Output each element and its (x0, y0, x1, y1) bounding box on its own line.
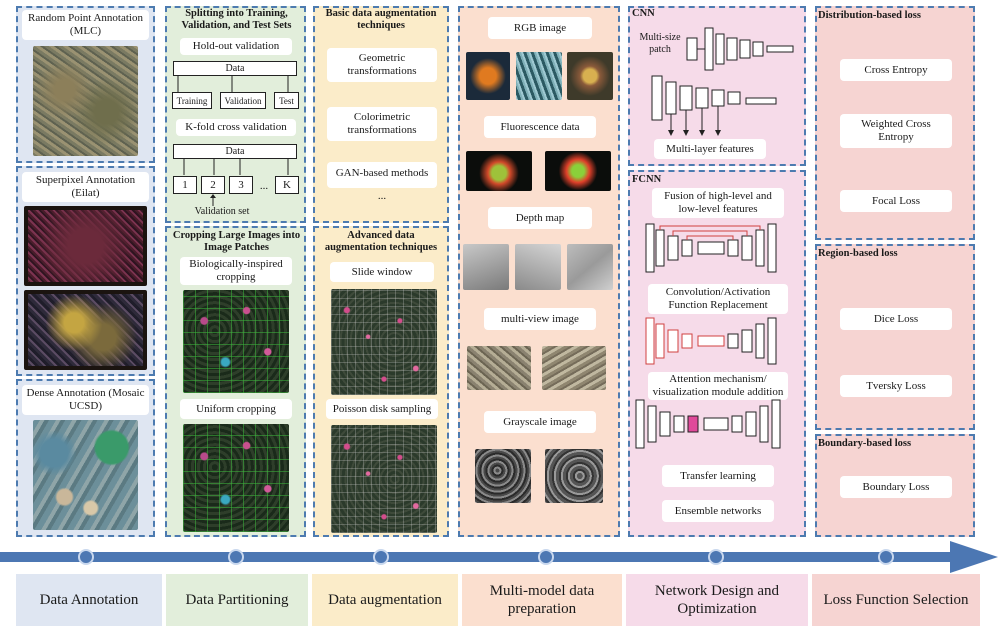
ensemble-networks-label: Ensemble networks (662, 500, 774, 522)
dense-annotation-image (33, 420, 138, 530)
splitting-title: Splitting into Training, Validation, and… (181, 8, 292, 31)
loss-panel-region (815, 244, 975, 430)
rgb-image-1 (466, 52, 510, 100)
stage-network-design: Network Design and Optimization (626, 574, 808, 626)
fusion-label: Fusion of high-level and low-level featu… (652, 188, 784, 218)
dice-loss-label: Dice Loss (840, 308, 952, 330)
region-title: Region-based loss (818, 248, 898, 259)
test-box: Test (274, 92, 299, 109)
grayscale-image-1 (475, 449, 531, 503)
holdout-data-box: Data (173, 61, 297, 76)
timeline-dot-3 (373, 549, 389, 565)
holdout-arrows (177, 76, 289, 92)
fold-k: K (275, 176, 299, 194)
cnn-multilayer-diagram (651, 75, 777, 136)
stage-loss-selection: Loss Function Selection (812, 574, 980, 626)
training-box: Training (172, 92, 212, 109)
advanced-augmentation-title: Advanced data augmentation techniques (324, 230, 438, 253)
bio-cropping-label: Biologically-inspired cropping (180, 257, 292, 285)
validation-box: Validation (220, 92, 266, 109)
gan-label: GAN-based methods (327, 162, 437, 188)
validation-set-arrow (210, 194, 216, 206)
superpixel-image-top (24, 206, 147, 286)
colorimetric-label: Colorimetric transformations (327, 107, 437, 141)
timeline-arrow (0, 541, 998, 573)
depth-image-1 (463, 244, 509, 290)
timeline-dot-4 (538, 549, 554, 565)
attention-label: Attention mechanism/ visualization modul… (648, 372, 788, 400)
multiview-image-1 (467, 346, 531, 390)
slide-window-image (331, 289, 437, 395)
fluorescence-image-2 (545, 151, 611, 191)
cnn-multisize-diagram (686, 27, 794, 71)
tversky-loss-label: Tversky Loss (840, 375, 952, 397)
superpixel-annotation-label: Superpixel Annotation (Eilat) (22, 172, 149, 202)
fcnn-attention-diagram (635, 399, 781, 449)
convact-label: Convolution/Activation Function Replacem… (648, 284, 788, 314)
depth-label: Depth map (488, 207, 592, 229)
bio-cropping-image (183, 290, 289, 393)
stage-multimodel-preparation: Multi-model data preparation (462, 574, 622, 626)
boundary-title: Boundary-based loss (818, 438, 912, 449)
timeline-dot-1 (78, 549, 94, 565)
boundary-loss-label: Boundary Loss (840, 476, 952, 498)
basic-augmentation-title: Basic data augmentation techniques (325, 8, 437, 31)
uniform-cropping-image (183, 424, 289, 532)
multiview-label: multi-view image (484, 308, 596, 330)
rgb-image-3 (567, 52, 613, 100)
cross-entropy-label: Cross Entropy (840, 59, 952, 81)
timeline-dot-5 (708, 549, 724, 565)
cropping-title: Cropping Large Images into Image Patches (172, 230, 301, 253)
depth-image-3 (567, 244, 613, 290)
uniform-cropping-label: Uniform cropping (180, 399, 292, 419)
fold-1: 1 (173, 176, 197, 194)
kfold-arrows (183, 159, 289, 175)
cnn-title: CNN (632, 8, 655, 19)
kfold-label: K-fold cross validation (176, 119, 296, 136)
fold-2: 2 (201, 176, 225, 194)
grayscale-image-2 (545, 449, 603, 503)
grayscale-label: Grayscale image (484, 411, 596, 433)
stage-data-partitioning: Data Partitioning (166, 574, 308, 626)
multiview-image-2 (542, 346, 606, 390)
timeline-dot-6 (878, 549, 894, 565)
dense-annotation-label: Dense Annotation (Mosaic UCSD) (22, 385, 149, 415)
superpixel-image-bottom (24, 290, 147, 370)
kfold-data-box: Data (173, 144, 297, 159)
fcnn-title: FCNN (632, 174, 662, 185)
gan-ellipsis: ... (377, 190, 387, 202)
random-point-annotation-label: Random Point Annotation (MLC) (22, 10, 149, 40)
fluorescence-image-1 (466, 151, 532, 191)
rgb-label: RGB image (488, 17, 592, 39)
fold-ellipsis: ... (259, 180, 269, 192)
random-point-image (33, 46, 138, 156)
depth-image-2 (515, 244, 561, 290)
fold-3: 3 (229, 176, 253, 194)
transfer-learning-label: Transfer learning (662, 465, 774, 487)
validation-set-label: Validation set (194, 206, 250, 217)
poisson-label: Poisson disk sampling (326, 399, 438, 419)
stage-data-annotation: Data Annotation (16, 574, 162, 626)
timeline-dot-2 (228, 549, 244, 565)
fcnn-fusion-diagram (645, 223, 777, 273)
fluorescence-label: Fluorescence data (484, 116, 596, 138)
weighted-ce-label: Weighted Cross Entropy (840, 114, 952, 148)
slide-window-label: Slide window (330, 262, 434, 282)
multisize-label: Multi-size patch (639, 32, 681, 55)
holdout-validation-label: Hold-out validation (180, 38, 292, 55)
distribution-title: Distribution-based loss (818, 10, 921, 21)
fcnn-convact-diagram (645, 317, 777, 365)
stage-data-augmentation: Data augmentation (312, 574, 458, 626)
geometric-label: Geometric transformations (327, 48, 437, 82)
multilayer-label: Multi-layer features (654, 139, 766, 159)
rgb-image-2 (516, 52, 562, 100)
focal-loss-label: Focal Loss (840, 190, 952, 212)
poisson-image (331, 425, 437, 533)
